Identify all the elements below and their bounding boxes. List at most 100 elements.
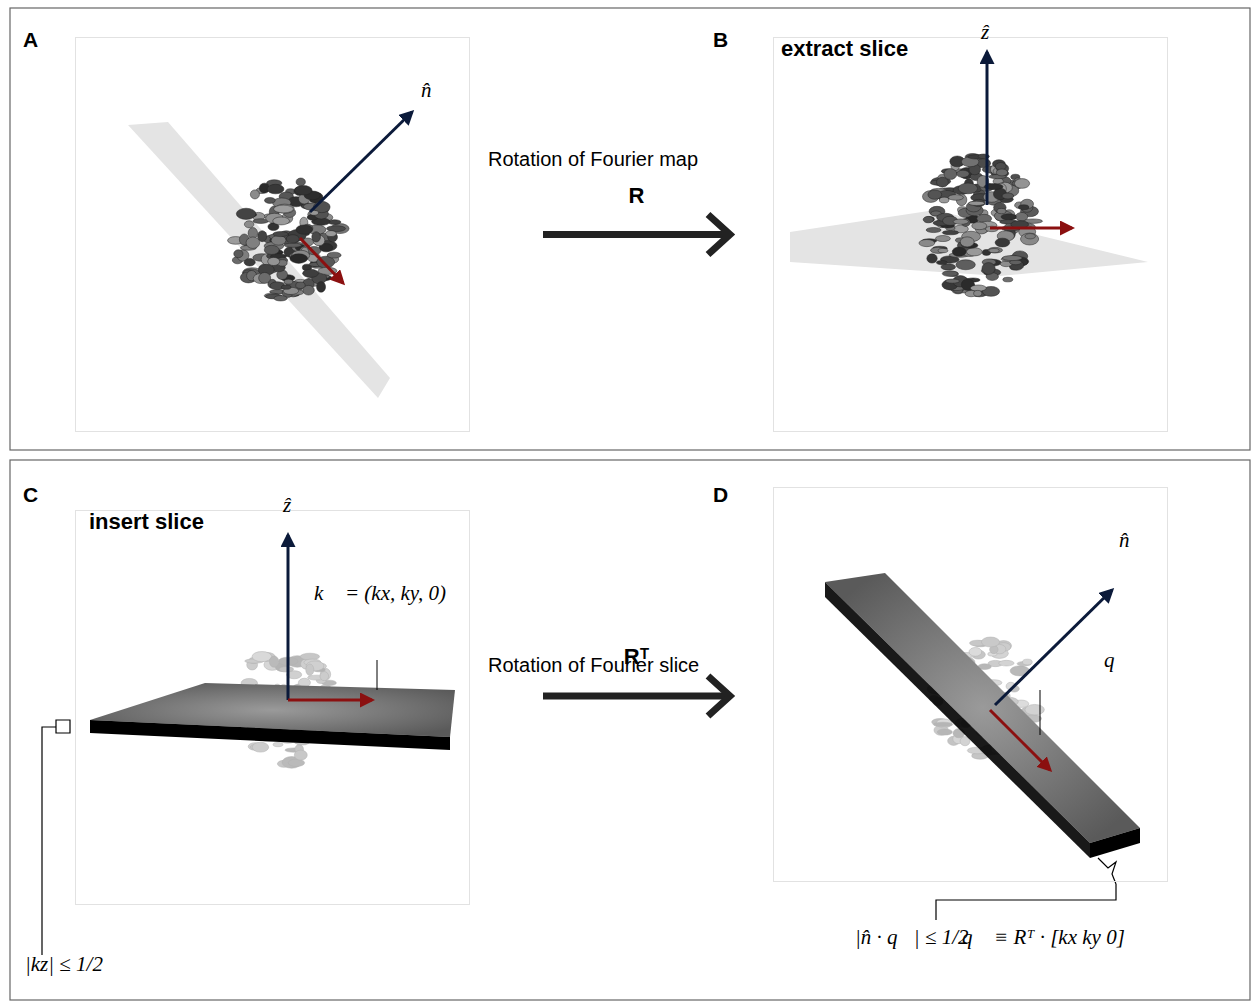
fourier-slice [825, 582, 1090, 858]
panel-letter: A [23, 28, 38, 52]
density-blob [296, 225, 313, 234]
thickness-bracket [42, 720, 70, 955]
density-blob [327, 252, 341, 258]
in-plane-vector [990, 710, 1050, 770]
density-blob [972, 222, 987, 230]
density-blob [944, 169, 957, 180]
math-symbol: n̂ [1119, 528, 1130, 553]
density-blob [1023, 659, 1033, 665]
density-blob [988, 247, 1003, 253]
panel-title: insert slice [89, 509, 204, 535]
density-blob [273, 217, 290, 225]
panel-letter: D [713, 483, 728, 507]
density-blob [994, 202, 1006, 212]
density-blob [956, 260, 975, 270]
density-blob [942, 230, 958, 234]
density-blob [923, 216, 933, 222]
density-blob [303, 269, 319, 277]
density-blob [989, 249, 999, 253]
density-blob [320, 672, 329, 681]
normal-axis [310, 112, 412, 212]
fourier-slice [1090, 828, 1140, 858]
density-blob [246, 237, 260, 249]
density-blob [958, 183, 977, 194]
density-blob [274, 296, 287, 301]
annotation: |n̂ · q⃗| ≤ 1/2 [855, 925, 969, 950]
density-blob [957, 170, 970, 177]
density-blob [1002, 193, 1014, 199]
panel-title: extract slice [781, 36, 908, 62]
density-blob [968, 201, 984, 205]
density-blob [296, 178, 305, 186]
density-blob [286, 235, 299, 243]
fourier-slice [825, 573, 1140, 843]
density-blob [938, 248, 948, 252]
density-blob [281, 285, 291, 289]
panel-frame: An̂ [75, 37, 470, 432]
leader-line [1040, 690, 1041, 735]
density-blob [945, 279, 959, 283]
density-blob [273, 742, 283, 746]
density-blob [1025, 234, 1036, 239]
panel-border [10, 460, 1250, 1000]
density-blob [274, 205, 294, 213]
density-map [228, 178, 349, 301]
density-blob [999, 660, 1014, 666]
density-blob [937, 729, 952, 735]
normal-axis [995, 590, 1112, 705]
density-blob [252, 742, 268, 752]
transform-arrow [543, 676, 730, 716]
density-blob [295, 186, 313, 196]
density-blob [259, 272, 271, 283]
density-blob [1016, 212, 1028, 221]
density-blob [269, 656, 278, 667]
annotation: Rotation of Fourier slice [488, 654, 699, 677]
density-map [919, 154, 1043, 297]
density-blob [306, 664, 314, 676]
density-blob [928, 190, 942, 199]
annotation: Rotation of Fourier map [488, 148, 698, 171]
math-symbol: ẑ [283, 493, 291, 518]
density-blob [244, 221, 253, 228]
density-blob [284, 243, 301, 247]
math-symbol: ẑ [981, 20, 989, 45]
density-blob [966, 248, 982, 256]
density-blob [273, 232, 288, 237]
density-blob [294, 750, 307, 760]
density-blob [939, 197, 949, 203]
density-blob [252, 652, 272, 662]
leader-line [377, 660, 378, 690]
density-blob [1003, 277, 1013, 282]
density-blob [926, 227, 941, 232]
density-blob [935, 236, 950, 242]
density-blob [290, 254, 308, 263]
density-blob [937, 177, 949, 187]
slice-plane [128, 122, 390, 398]
transform-arrow [543, 215, 730, 255]
density-blob [268, 257, 280, 265]
z-axis [287, 535, 290, 700]
density-blob [1001, 214, 1016, 220]
density-blob [953, 219, 968, 224]
arrow-shaft [543, 693, 727, 700]
density-blob [236, 208, 256, 219]
panel-frame: Cinsert sliceẑk⃗ = (kx, ky, 0) [75, 510, 470, 905]
panel-border [10, 8, 1250, 450]
density-blob [996, 169, 1007, 176]
density-blob [1025, 704, 1044, 714]
slice-plane [790, 210, 1148, 276]
density-blob [1018, 205, 1029, 210]
z-axis [986, 52, 989, 205]
density-blob [250, 190, 259, 199]
annotation: q⃗ ≡ Rᵀ · [kx ky 0] [962, 925, 1125, 950]
density-blob [312, 232, 321, 242]
density-blob [271, 236, 286, 246]
rotation-label: R [629, 183, 645, 209]
density-blob [258, 231, 267, 242]
density-blob [264, 245, 279, 254]
math-symbol: n̂ [421, 78, 432, 103]
thickness-bracket [936, 858, 1116, 920]
in-plane-vector [300, 238, 343, 283]
density-blob [244, 258, 255, 266]
density-blob [942, 271, 958, 277]
